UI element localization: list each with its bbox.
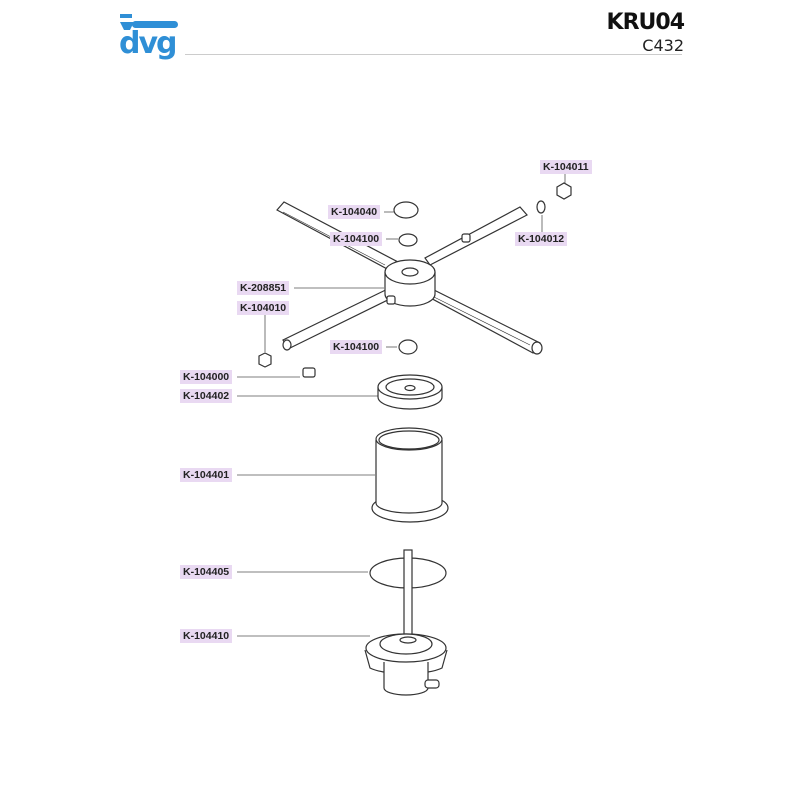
spray-arm-assembly: [276, 201, 543, 355]
part-label-k-104100-top[interactable]: K-104100: [330, 232, 383, 246]
header-divider: [185, 54, 682, 55]
part-label-k-104402[interactable]: K-104402: [180, 389, 233, 403]
disc-part: [377, 374, 443, 410]
nozzle-part: [302, 367, 316, 378]
cylinder-part: [371, 427, 449, 523]
cap-part: [393, 201, 419, 219]
shaft-part: [403, 549, 413, 641]
ring-part: [536, 200, 546, 214]
part-label-k-104011[interactable]: K-104011: [540, 160, 592, 174]
model-title: KRU04: [606, 10, 685, 35]
part-label-k-104010[interactable]: K-104010: [237, 301, 290, 315]
bushing-top-part: [398, 233, 418, 247]
part-label-k-104401[interactable]: K-104401: [180, 468, 233, 482]
part-label-k-104040[interactable]: K-104040: [328, 205, 381, 219]
model-code: C432: [642, 36, 684, 55]
part-label-k-104000[interactable]: K-104000: [180, 370, 233, 384]
part-label-k-104405[interactable]: K-104405: [180, 565, 233, 579]
brand-logo-text: dvg: [119, 26, 177, 61]
part-label-k-104012[interactable]: K-104012: [515, 232, 568, 246]
part-label-k-104410[interactable]: K-104410: [180, 629, 233, 643]
nut-part: [556, 182, 572, 200]
nut-side-part: [258, 352, 272, 368]
base-part: [364, 633, 448, 696]
bushing-bottom-part: [398, 339, 418, 355]
part-label-k-208851[interactable]: K-208851: [237, 281, 290, 295]
dvg-logo-icon: [120, 14, 178, 30]
part-label-k-104100-bottom[interactable]: K-104100: [330, 340, 383, 354]
